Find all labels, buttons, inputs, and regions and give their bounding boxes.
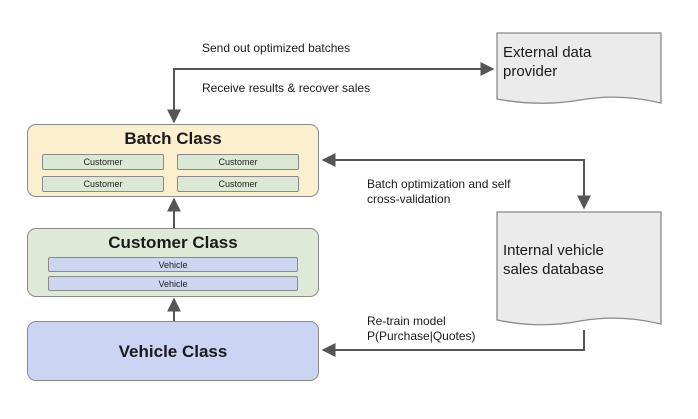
vehicle-box: Vehicle bbox=[48, 276, 298, 291]
customer-box: Customer bbox=[42, 176, 164, 192]
batch-class-title: Batch Class bbox=[124, 129, 222, 148]
customer-box: Customer bbox=[177, 154, 299, 170]
batch-optimization-label: Batch optimization and self cross-valida… bbox=[367, 177, 511, 206]
external-provider-label: External data provider bbox=[503, 44, 592, 80]
arrow-batch-external bbox=[167, 62, 495, 124]
receive-results-label: Receive results & recover sales bbox=[202, 81, 371, 95]
customer-box: Customer bbox=[177, 176, 299, 192]
arrow-batch-internal bbox=[321, 153, 591, 210]
send-batches-label: Send out optimized batches bbox=[202, 41, 351, 55]
batch-class-box: Batch Class Customer Customer Customer C… bbox=[27, 124, 319, 197]
vehicle-class-box: Vehicle Class bbox=[27, 321, 319, 381]
customer-class-box: Customer Class Vehicle Vehicle bbox=[27, 228, 319, 297]
vehicle-box: Vehicle bbox=[48, 257, 298, 272]
customer-box: Customer bbox=[42, 154, 164, 170]
vehicle-class-title: Vehicle Class bbox=[118, 342, 228, 361]
customer-class-title: Customer Class bbox=[108, 233, 238, 252]
external-provider-shape bbox=[496, 32, 662, 104]
internal-db-shape bbox=[496, 211, 662, 326]
arrow-internal-to-vehicle bbox=[321, 330, 585, 357]
retrain-label: Re-train model P(Purchase|Quotes) bbox=[367, 314, 476, 343]
internal-db-label: Internal vehicle sales database bbox=[503, 242, 604, 278]
